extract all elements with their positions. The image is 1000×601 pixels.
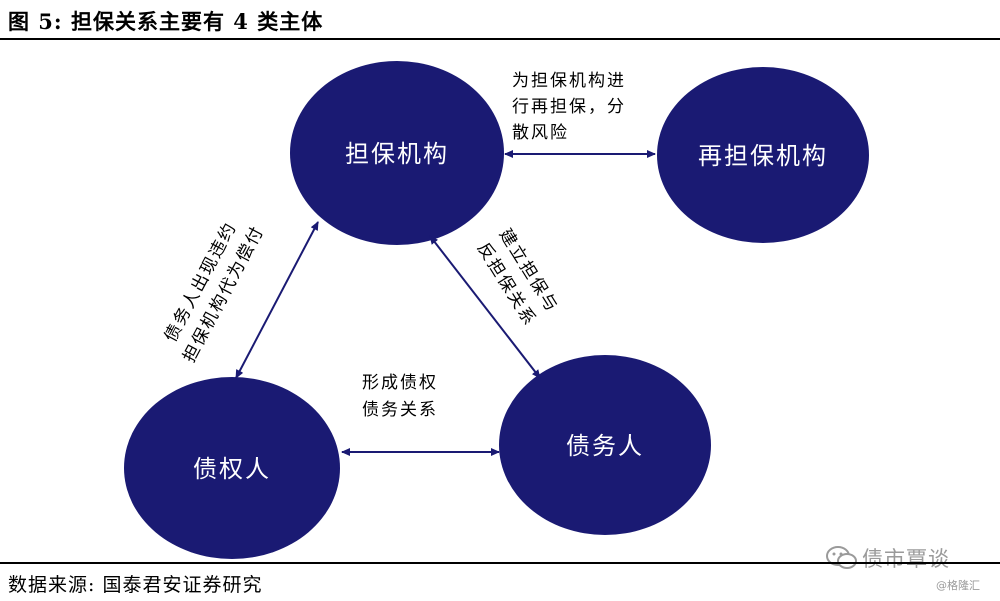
wechat-icon: [826, 546, 857, 569]
arrow-guarantor-creditor: [235, 221, 319, 379]
figure-title: 图 5: 担保关系主要有 4 类主体: [8, 9, 324, 34]
node-guarantor: [290, 61, 504, 245]
node-reguarantor: [657, 67, 869, 243]
node-debtor: [499, 355, 711, 535]
edge-label-reguarantee-line3: 散风险: [512, 123, 569, 143]
edge-label-debt-line2: 债务关系: [362, 400, 438, 420]
node-guarantor-label: 担保机构: [345, 140, 449, 168]
node-creditor-label: 债权人: [193, 455, 271, 483]
bottom-rule: [0, 562, 1000, 564]
edge-label-reguarantee-line1: 为担保机构进: [512, 71, 626, 91]
node-debtor-label: 债务人: [566, 432, 644, 460]
node-reguarantor-label: 再担保机构: [698, 142, 828, 170]
watermark-source: @格隆汇: [936, 579, 980, 592]
edge-label-debt-line1: 形成债权: [362, 373, 438, 393]
data-source: 数据来源: 国泰君安证券研究: [8, 574, 263, 596]
top-rule: [0, 38, 1000, 40]
arrow-guarantor-debtor: [429, 235, 541, 379]
watermark-account: 债市覃谈: [862, 547, 950, 571]
edge-label-default-payment: 债务人出现违约 担保机构代为偿付: [161, 219, 269, 366]
edge-label-counter-guarantee: 建立担保与 反担保关系: [473, 225, 562, 330]
edge-label-reguarantee-line2: 行再担保，分: [512, 97, 626, 117]
node-creditor: [124, 377, 340, 559]
